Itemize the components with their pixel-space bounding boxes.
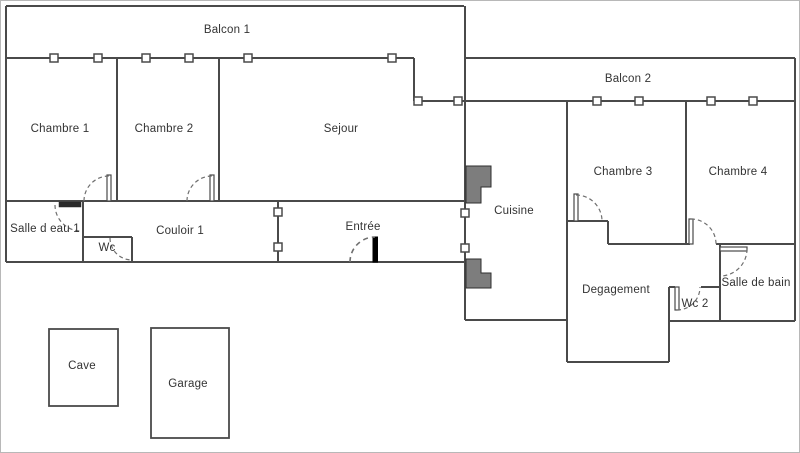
room-label-chambre2: Chambre 2	[134, 123, 194, 135]
door-wc	[109, 237, 133, 261]
entry-door-leaf	[372, 236, 378, 263]
door-swing-arc	[575, 194, 603, 222]
room-label-garage: Garage	[168, 378, 208, 390]
door-swing-arc	[676, 286, 701, 311]
room-label-cuisine: Cuisine	[494, 205, 534, 217]
room-label-salle-d-eau: Salle d eau 1	[10, 223, 80, 235]
room-label-chambre3: Chambre 3	[593, 166, 653, 178]
door-swing-arc	[719, 248, 748, 277]
door-swing-arc	[54, 204, 82, 232]
door-swing-arc	[186, 175, 213, 202]
door-leaf	[58, 201, 82, 208]
door-salle-de-bain	[719, 246, 748, 277]
window-markers	[49, 53, 758, 253]
room-label-couloir1: Couloir 1	[156, 225, 204, 237]
garage-outline	[150, 327, 230, 439]
door-leaf	[719, 246, 748, 252]
window-marker	[453, 96, 463, 106]
door-leaf	[688, 218, 694, 245]
window-marker	[748, 96, 758, 106]
window-marker	[634, 96, 644, 106]
door-chambre3	[573, 193, 603, 222]
door-swing-arc	[83, 175, 110, 202]
door-leaf	[573, 193, 579, 222]
door-leaf	[106, 174, 112, 202]
shaft-shape-upper	[465, 165, 492, 204]
window-marker	[273, 242, 283, 252]
door-swing-arc	[109, 237, 133, 261]
doors	[54, 174, 748, 311]
cave-outline	[48, 328, 119, 407]
annex-rooms	[48, 327, 230, 439]
shaft-shape-lower	[465, 258, 492, 289]
room-label-degagement: Degagement	[582, 284, 650, 296]
room-label-salle-de-bain: Salle de bain	[721, 277, 791, 289]
room-label-entree: Entrée	[345, 221, 381, 233]
window-marker	[460, 243, 470, 253]
window-marker	[413, 96, 423, 106]
room-label-sejour: Sejour	[323, 123, 359, 135]
walls	[5, 5, 796, 363]
door-entree	[349, 236, 378, 263]
door-leaf	[674, 286, 680, 311]
room-label-cave: Cave	[68, 360, 96, 372]
door-chambre2	[186, 174, 215, 202]
window-marker	[141, 53, 151, 63]
door-wc2	[674, 286, 701, 311]
room-label-balcon1: Balcon 1	[203, 24, 251, 36]
door-chambre1	[83, 174, 112, 202]
window-marker	[706, 96, 716, 106]
window-marker	[243, 53, 253, 63]
window-marker	[387, 53, 397, 63]
room-label-wc: Wc	[98, 242, 116, 254]
door-swing-arc	[690, 218, 717, 245]
door-salle-d-eau	[54, 201, 82, 232]
window-marker	[592, 96, 602, 106]
kitchen-shafts	[465, 165, 492, 289]
window-marker	[273, 207, 283, 217]
window-marker	[460, 208, 470, 218]
room-label-wc2: Wc 2	[681, 298, 709, 310]
window-marker	[49, 53, 59, 63]
window-marker	[184, 53, 194, 63]
window-marker	[93, 53, 103, 63]
room-label-chambre4: Chambre 4	[708, 166, 768, 178]
door-swing-arc	[349, 236, 376, 263]
room-label-chambre1: Chambre 1	[30, 123, 90, 135]
door-chambre4	[688, 218, 717, 245]
room-label-balcon2: Balcon 2	[604, 73, 652, 85]
door-leaf	[209, 174, 215, 202]
